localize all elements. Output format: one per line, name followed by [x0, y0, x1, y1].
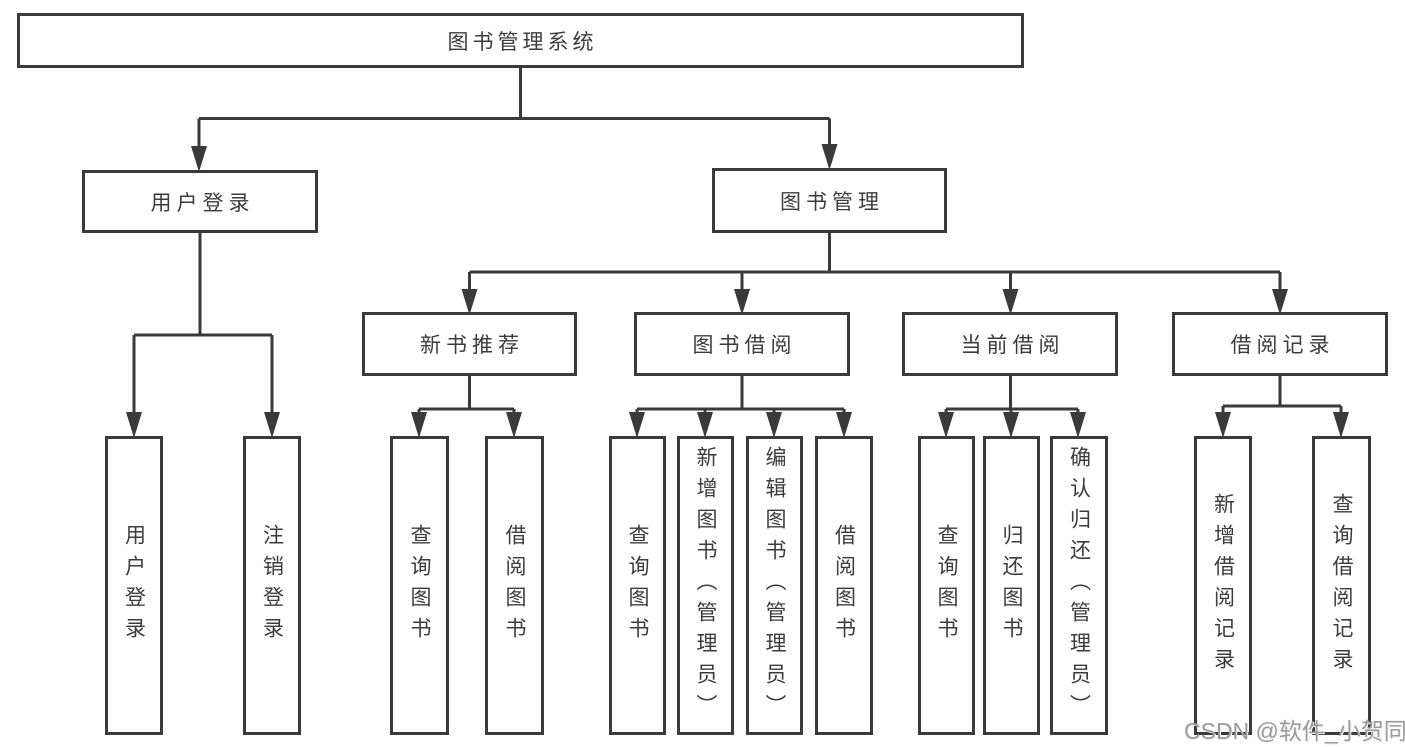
node-current-borrowing: 当前借阅	[902, 312, 1118, 376]
node-leaf-logout: 注销登录	[243, 436, 301, 735]
node-label: 查询借阅记录	[1330, 492, 1353, 679]
node-label: 图书借阅	[692, 334, 797, 357]
arrowhead	[506, 412, 522, 438]
connector-root-split	[197, 68, 831, 150]
arrowhead	[126, 412, 142, 438]
arrowhead	[836, 412, 852, 438]
arrowhead	[411, 412, 427, 438]
node-label: 借阅图书	[832, 523, 856, 648]
node-label: 查询图书	[408, 523, 431, 648]
node-leaf-edit-book-admin: 编辑图书（管理员）	[746, 436, 803, 735]
node-leaf-borrow-books-borrowing: 借阅图书	[815, 436, 873, 735]
node-leaf-user-login: 用户登录	[105, 436, 163, 735]
node-book-management: 图书管理	[712, 168, 947, 233]
arrowhead	[938, 412, 954, 438]
node-leaf-query-books-recommend: 查询图书	[390, 436, 449, 735]
node-leaf-confirm-return-admin: 确认归还（管理员）	[1050, 436, 1108, 735]
node-label: 查询图书	[935, 523, 958, 648]
arrowhead	[1333, 412, 1349, 438]
arrowhead	[629, 412, 645, 438]
connector-current-borrow-split	[944, 376, 1080, 414]
node-label: 确认归还（管理员）	[1067, 446, 1091, 725]
node-label: 用户登录	[122, 523, 146, 648]
node-system-root: 图书管理系统	[17, 13, 1024, 68]
arrowhead	[697, 412, 713, 438]
node-label: 注销登录	[260, 523, 284, 648]
node-user-login: 用户登录	[82, 170, 318, 233]
node-leaf-query-books-current: 查询图书	[918, 436, 975, 735]
node-label: 图书管理	[780, 190, 884, 214]
csdn-watermark: CSDN @软件_小贺同学	[1184, 718, 1405, 744]
node-label: 新书推荐	[420, 334, 524, 357]
arrowhead	[264, 412, 280, 438]
node-leaf-borrow-books-recommend: 借阅图书	[485, 436, 544, 735]
arrowhead	[766, 412, 782, 438]
connector-new-book-split	[417, 376, 516, 414]
connector-user-login-split	[132, 233, 274, 414]
node-label: 图书管理系统	[447, 30, 598, 54]
node-leaf-query-books-borrowing: 查询图书	[609, 436, 666, 735]
arrowhead	[191, 146, 207, 172]
arrowhead	[821, 144, 838, 170]
node-label: 新增图书（管理员）	[694, 446, 717, 725]
node-book-borrowing: 图书借阅	[634, 312, 850, 376]
node-label: 用户登录	[150, 191, 255, 215]
node-label: 借阅记录	[1230, 334, 1335, 357]
node-label: 借阅图书	[503, 523, 526, 648]
node-label: 查询图书	[626, 523, 649, 648]
connector-records-split	[1221, 376, 1343, 414]
node-leaf-add-borrow-record: 新增借阅记录	[1194, 436, 1252, 735]
arrowhead	[1070, 412, 1086, 438]
node-label: 新增借阅记录	[1211, 492, 1235, 679]
connector-book-mgmt-split	[468, 233, 1282, 292]
arrowhead	[1003, 412, 1019, 438]
node-label: 编辑图书（管理员）	[763, 446, 786, 725]
arrowhead	[1215, 412, 1231, 438]
node-leaf-return-books: 归还图书	[983, 436, 1040, 735]
node-label: 当前借阅	[960, 334, 1065, 357]
connector-book-borrow-split	[635, 376, 846, 414]
node-leaf-query-borrow-record: 查询借阅记录	[1312, 436, 1371, 735]
node-borrowing-records: 借阅记录	[1172, 312, 1388, 376]
node-leaf-add-book-admin: 新增图书（管理员）	[677, 436, 734, 735]
node-label: 归还图书	[1000, 523, 1023, 648]
node-new-book-recommendation: 新书推荐	[362, 312, 577, 376]
